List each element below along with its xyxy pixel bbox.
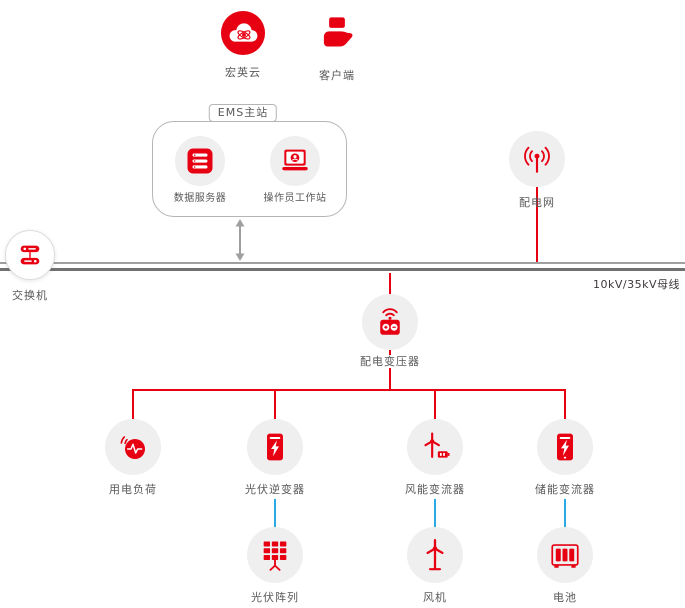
battery-node: 电池 <box>510 527 620 604</box>
grid-circle <box>509 131 565 187</box>
pv-array-label: 光伏阵列 <box>251 591 299 604</box>
pv-dc-line <box>274 499 276 528</box>
load-node: 用电负荷 <box>78 419 188 496</box>
workstation-circle <box>270 136 320 186</box>
pv-inverter-label: 光伏逆变器 <box>245 483 305 496</box>
wind-converter-drop-line <box>434 389 436 420</box>
switch-circle <box>5 230 55 280</box>
antenna-icon <box>524 146 550 173</box>
wind-turbine-label: 风机 <box>423 591 447 604</box>
battery-label: 电池 <box>553 591 577 604</box>
solar-array-icon <box>263 541 287 571</box>
wind-converter-circle <box>407 419 463 475</box>
server-icon <box>187 148 213 174</box>
data-server-label: 数据服务器 <box>173 193 227 204</box>
pv-array-node: 光伏阵列 <box>220 527 330 604</box>
transformer-feeder-line-top <box>389 273 391 295</box>
grid-node: 配电网 <box>495 131 579 209</box>
switch-icon <box>20 245 40 265</box>
battery-dc-line <box>564 499 566 528</box>
transformer-label: 配电变压器 <box>357 355 423 368</box>
power-bus-line <box>0 268 685 271</box>
wind-converter-icon <box>424 432 450 458</box>
cloud-icon <box>220 10 266 56</box>
wind-converter-node: 风能变流器 <box>380 419 490 496</box>
pv-array-circle <box>247 527 303 583</box>
grid-label: 配电网 <box>519 196 555 209</box>
cloud-node: 宏英云 <box>183 10 303 79</box>
switch-node: 交换机 <box>0 230 78 302</box>
storage-converter-node: 储能变流器 <box>510 419 620 496</box>
storage-converter-drop-line <box>564 389 566 420</box>
load-drop-line <box>132 389 134 420</box>
client-hand-icon <box>323 17 353 47</box>
transformer-node: 配电变压器 <box>350 294 430 368</box>
laptop-icon <box>282 149 308 171</box>
wind-turbine-circle <box>407 527 463 583</box>
distribution-bus-line <box>132 389 566 391</box>
inverter-icon <box>267 433 283 461</box>
bus-label: 10kV/35kV母线 <box>593 278 680 291</box>
wind-ac-line <box>434 499 436 528</box>
wind-turbine-icon <box>426 538 444 571</box>
data-server-node: 数据服务器 <box>158 136 242 205</box>
wind-turbine-node: 风机 <box>380 527 490 604</box>
transformer-icon <box>380 308 400 335</box>
load-circle <box>105 419 161 475</box>
workstation-label: 操作员工作站 <box>263 193 327 204</box>
grid-drop-line <box>536 187 538 263</box>
comm-bus-line <box>0 262 685 264</box>
workstation-node: 操作员工作站 <box>251 136 339 205</box>
storage-converter-label: 储能变流器 <box>535 483 595 496</box>
load-label: 用电负荷 <box>109 483 157 496</box>
up-down-arrow-icon <box>235 219 245 261</box>
ems-title-badge: EMS主站 <box>208 104 278 122</box>
battery-icon <box>551 544 579 568</box>
pv-inverter-node: 光伏逆变器 <box>220 419 330 496</box>
pv-inverter-circle <box>247 419 303 475</box>
pv-inverter-drop-line <box>274 389 276 420</box>
storage-converter-circle <box>537 419 593 475</box>
cloud-label: 宏英云 <box>225 66 261 79</box>
battery-circle <box>537 527 593 583</box>
storage-inverter-icon <box>557 433 573 461</box>
switch-label: 交换机 <box>12 289 48 302</box>
transformer-feeder-line-bottom <box>389 350 391 390</box>
wind-converter-label: 风能变流器 <box>405 483 465 496</box>
client-label: 客户端 <box>319 69 355 82</box>
transformer-circle <box>362 294 418 350</box>
client-node: 客户端 <box>277 13 397 82</box>
data-server-circle <box>175 136 225 186</box>
load-icon <box>120 436 145 459</box>
